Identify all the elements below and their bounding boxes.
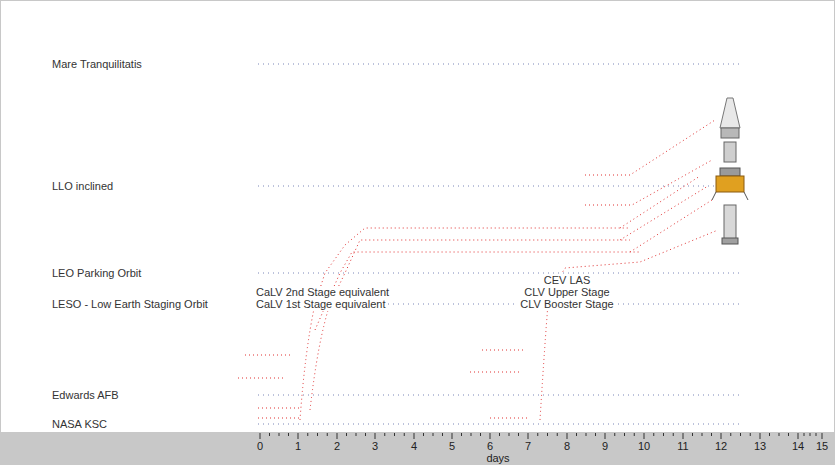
row-label: LLO inclined <box>52 180 113 193</box>
tick-number: 8 <box>564 440 570 453</box>
axis-title: days <box>486 452 509 465</box>
row-dotted-lines <box>258 64 740 424</box>
row-label: LEO Parking Orbit <box>52 267 141 280</box>
tick-number: 0 <box>257 440 263 453</box>
row-label: NASA KSC <box>52 418 107 431</box>
tick-number: 12 <box>715 440 727 453</box>
row-label: LESO - Low Earth Staging Orbit <box>52 298 208 311</box>
row-label: Edwards AFB <box>52 389 119 402</box>
tick-number: 9 <box>602 440 608 453</box>
stage-label: CaLV 1st Stage equivalent <box>254 298 387 311</box>
tick-number: 13 <box>754 440 766 453</box>
spacecraft-stack <box>712 98 748 244</box>
plot-frame <box>1 1 835 433</box>
tick-number: 5 <box>449 440 455 453</box>
tick-number: 6 <box>487 440 493 453</box>
axis-ticks <box>260 433 822 439</box>
tick-number: 2 <box>334 440 340 453</box>
tick-number: 1 <box>295 440 301 453</box>
tick-number: 3 <box>372 440 378 453</box>
tick-number: 15 <box>816 440 828 453</box>
tick-number: 7 <box>525 440 531 453</box>
tick-number: 4 <box>411 440 417 453</box>
row-label: Mare Tranquilitatis <box>52 58 142 71</box>
axis-band <box>0 433 835 465</box>
tick-number: 14 <box>792 440 804 453</box>
tick-number: 10 <box>638 440 650 453</box>
trajectory-lines <box>238 120 718 420</box>
stage-label: CLV Booster Stage <box>518 298 615 311</box>
tick-number: 11 <box>677 440 688 453</box>
